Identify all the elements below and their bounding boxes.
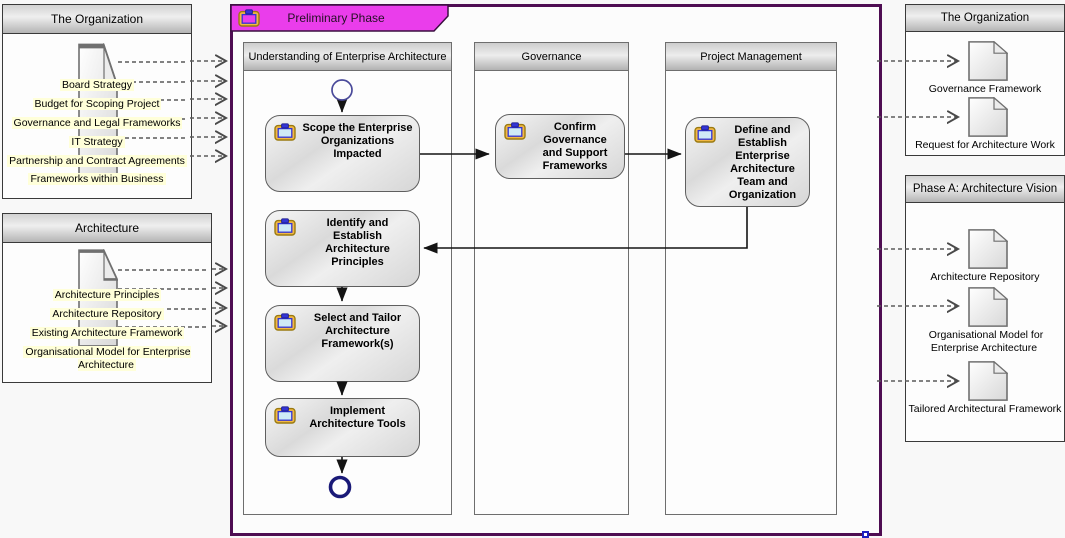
activity-scope-enterprise-organizations[interactable]: Scope the Enterprise Organizations Impac… (265, 115, 420, 192)
artifact-label[interactable]: Budget for Scoping Project (32, 98, 162, 110)
clipboard-icon (274, 406, 296, 424)
clipboard-icon (274, 218, 296, 236)
box-title: Architecture (3, 214, 211, 243)
box-body: Governance Framework Request for Archite… (906, 32, 1064, 155)
activity-confirm-governance-frameworks[interactable]: Confirm Governance and Support Framework… (495, 114, 625, 179)
clipboard-icon (274, 123, 296, 141)
activity-select-tailor-framework[interactable]: Select and Tailor Architecture Framework… (265, 305, 420, 382)
artifact-label[interactable]: Architecture Repository (930, 271, 1040, 283)
document-icon[interactable] (968, 287, 1008, 327)
artifact-label[interactable]: Governance Framework (928, 83, 1042, 95)
artifact-label[interactable]: Board Strategy (59, 79, 135, 91)
activity-label: Select and Tailor Architecture Framework… (313, 312, 402, 350)
clipboard-icon (504, 122, 526, 140)
activity-label: Scope the Enterprise Organizations Impac… (302, 122, 413, 160)
anchor-marker-icon (862, 531, 869, 538)
phase-tab[interactable]: Preliminary Phase (230, 4, 458, 32)
box-title: The Organization (3, 5, 191, 34)
document-icon[interactable] (968, 229, 1008, 269)
lane-title: Governance (475, 43, 628, 71)
artifact-label[interactable]: Architecture Repository (50, 308, 164, 320)
document-icon[interactable] (968, 97, 1008, 137)
activity-implement-architecture-tools[interactable]: Implement Architecture Tools (265, 398, 420, 457)
activity-label: Identify and Establish Architecture Prin… (325, 217, 390, 268)
artifact-label[interactable]: IT Strategy (69, 136, 125, 148)
clipboard-icon (694, 125, 716, 143)
box-body: Architecture Repository Organisational M… (906, 203, 1064, 441)
artifact-label[interactable]: Architecture Principles (52, 289, 162, 301)
activity-label: Define and Establish Enterprise Architec… (728, 124, 797, 201)
artifact-label[interactable]: Partnership and Contract Agreements (7, 155, 187, 167)
lane-governance: Governance (474, 42, 629, 515)
document-icon[interactable] (968, 361, 1008, 401)
artifact-label[interactable]: Organisational Model for Enterprise Arch… (23, 346, 191, 371)
activity-define-establish-ea-team[interactable]: Define and Establish Enterprise Architec… (685, 117, 810, 207)
phase-tab-label: Preliminary Phase (287, 10, 385, 25)
box-body: Architecture Principles Architecture Rep… (3, 243, 211, 382)
box-title: The Organization (906, 5, 1064, 32)
artifact-label[interactable]: Existing Architecture Framework (29, 327, 185, 339)
lane-title: Understanding of Enterprise Architecture (244, 43, 451, 71)
activity-label: Implement Architecture Tools (309, 405, 406, 430)
artifact-label[interactable]: Governance and Legal Frameworks (11, 117, 183, 129)
artifact-label[interactable]: Request for Architecture Work (915, 139, 1055, 151)
document-icon[interactable] (968, 41, 1008, 81)
input-box-the-organization: The Organization Board Strategy Budget f… (2, 4, 192, 199)
activity-identify-architecture-principles[interactable]: Identify and Establish Architecture Prin… (265, 210, 420, 287)
input-box-architecture: Architecture Architecture Principles Arc… (2, 213, 212, 383)
output-box-the-organization: The Organization Governance Framework Re… (905, 4, 1065, 156)
artifact-label[interactable]: Frameworks within Business (28, 173, 166, 185)
lane-title: Project Management (666, 43, 836, 71)
box-body: Board Strategy Budget for Scoping Projec… (3, 34, 191, 198)
box-title: Phase A: Architecture Vision (906, 176, 1064, 203)
preliminary-phase-container: Preliminary Phase Understanding of Enter… (230, 4, 882, 536)
lane-project-management: Project Management (665, 42, 837, 515)
artifact-label[interactable]: Organisational Model for Enterprise Arch… (928, 329, 1044, 354)
phase-tab-shape (230, 4, 449, 32)
clipboard-icon (274, 313, 296, 331)
output-box-phase-a-architecture-vision: Phase A: Architecture Vision Architectur… (905, 175, 1065, 442)
activity-label: Confirm Governance and Support Framework… (542, 121, 608, 172)
artifact-label[interactable]: Tailored Architectural Framework (908, 403, 1062, 415)
